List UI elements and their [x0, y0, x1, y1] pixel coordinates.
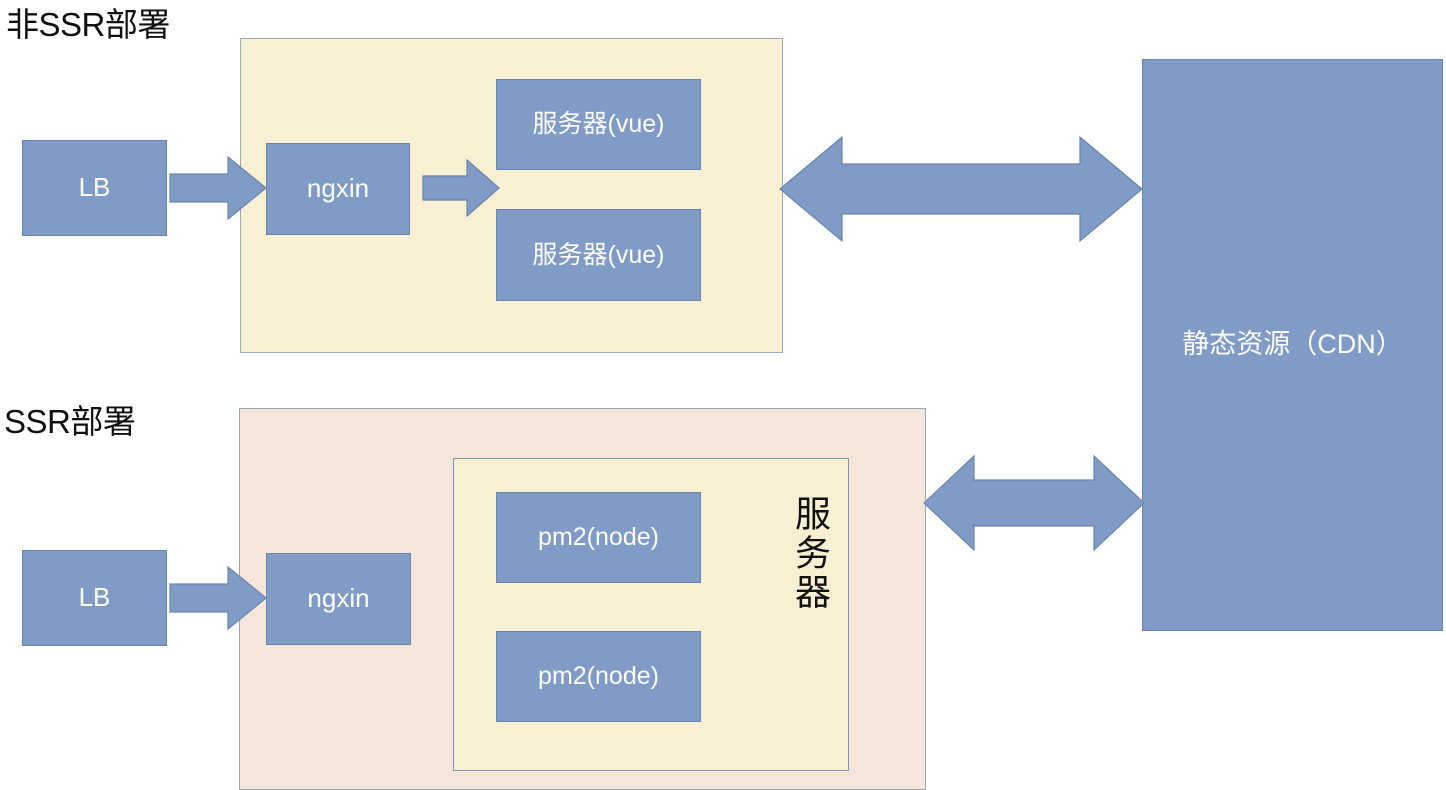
node-lb-ssr[interactable]: LB: [22, 550, 167, 646]
node-lb-non-ssr[interactable]: LB: [22, 140, 167, 236]
node-ngxin-non-ssr[interactable]: ngxin: [266, 143, 410, 235]
arrow-lb-to-ngxin-ssr-icon: [169, 565, 267, 631]
arrow-ssr-to-cdn-icon: [923, 454, 1145, 552]
node-pm2-node-1[interactable]: pm2(node): [496, 492, 701, 583]
arrow-lb-to-ngxin-non-ssr-icon: [169, 155, 267, 221]
section-title-ssr: SSR部署: [4, 403, 136, 440]
node-pm2-node-2[interactable]: pm2(node): [496, 631, 701, 722]
node-server-vue-2[interactable]: 服务器(vue): [496, 209, 701, 301]
node-ngxin-ssr[interactable]: ngxin: [266, 553, 411, 645]
watermark-strip: [1260, 778, 1440, 790]
section-title-non-ssr: 非SSR部署: [6, 6, 170, 43]
node-static-resource-cdn[interactable]: 静态资源（CDN）: [1142, 59, 1443, 631]
arrow-ngxin-to-vue-servers-icon: [422, 158, 500, 218]
arrow-non-ssr-to-cdn-icon: [779, 135, 1143, 243]
node-server-vue-1[interactable]: 服务器(vue): [496, 79, 701, 170]
ssr-server-vertical-label: 服务器: [789, 495, 830, 612]
